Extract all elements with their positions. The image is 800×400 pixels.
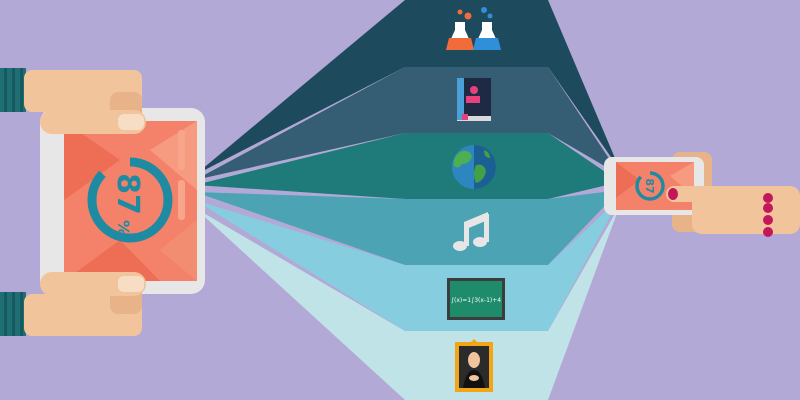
phone-hand: 87 [604,152,800,237]
tablet-percent-sign: % [114,220,133,236]
globe-icon [452,145,496,189]
tablet-gauge: 87 % [87,157,173,243]
subject-column [405,0,548,400]
flask-icon [446,7,501,50]
phone-percent-value: 87 [643,178,656,193]
top-left-thumb [40,110,146,134]
chalkboard-icon: ∫(x)=1∫3(x-1)+4 [447,278,505,320]
right-beam [548,0,620,400]
band-music [405,199,548,265]
phone-gauge: 87 [635,171,665,201]
tablet-percent-value: 87 [110,173,145,215]
bracelet [763,193,773,237]
book-icon [457,78,491,121]
chalkboard-formula: ∫(x)=1∫3(x-1)+4 [451,297,501,304]
left-hands [0,68,146,336]
mona-lisa-icon [455,339,493,392]
music-note-icon [453,212,489,251]
band-science [405,0,548,67]
phone-thumb [666,186,726,202]
left-beam [195,0,405,400]
bottom-left-thumb [40,272,146,296]
tablet: 87 % [40,108,205,294]
